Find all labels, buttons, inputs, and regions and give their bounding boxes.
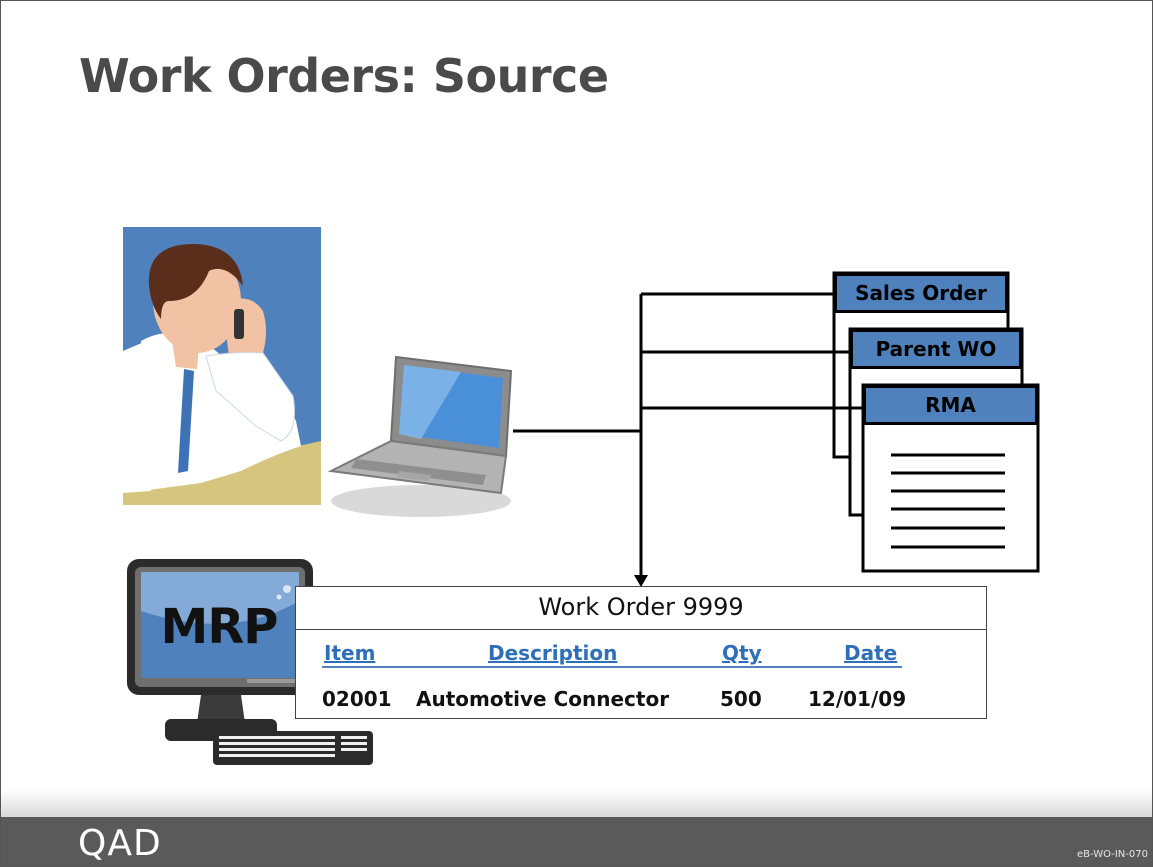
work-order-title: Work Order 9999 <box>538 593 744 621</box>
qad-brand: QAD <box>78 823 162 864</box>
laptop-icon <box>327 355 513 517</box>
cell-date: 12/01/09 <box>808 687 907 711</box>
header-underline <box>322 666 902 668</box>
cell-qty: 500 <box>720 687 762 711</box>
cell-item: 02001 <box>322 687 392 711</box>
slide-title: Work Orders: Source <box>79 49 609 103</box>
keyboard-icon <box>213 731 373 765</box>
person-on-phone-illustration <box>123 227 321 505</box>
header-description: Description <box>488 641 618 665</box>
connector-lines <box>513 292 863 577</box>
footer-bar <box>1 817 1152 866</box>
arrow-head <box>634 575 648 587</box>
source-parent-wo: Parent WO <box>850 329 1022 369</box>
header-date: Date <box>844 641 898 665</box>
header-item: Item <box>324 641 376 665</box>
header-qty: Qty <box>722 641 762 665</box>
footer-gradient <box>1 789 1152 817</box>
slide-code: eB-WO-IN-070 <box>1077 849 1148 860</box>
source-rma: RMA <box>863 385 1038 425</box>
mrp-monitor-icon <box>127 559 313 741</box>
source-sales-order: Sales Order <box>834 273 1008 313</box>
work-order-title-divider <box>296 629 986 630</box>
mrp-label: MRP <box>160 599 279 655</box>
work-order-box: Work Order 9999 Item Description Qty Dat… <box>295 586 987 719</box>
cell-description: Automotive Connector <box>416 687 670 711</box>
